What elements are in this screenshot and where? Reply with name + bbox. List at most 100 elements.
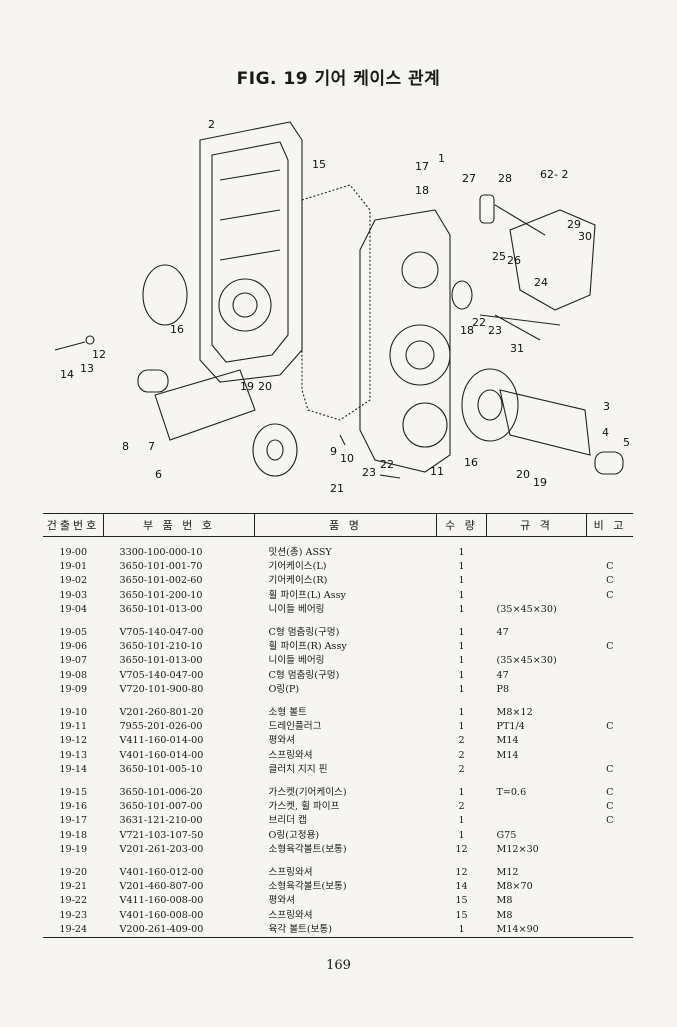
cell-part-no: 3650-101-013-00 [119, 603, 203, 615]
callout-label: 13 [80, 362, 94, 375]
cell-part-name: 가스켓, 휠 파이프 [268, 801, 340, 813]
callout-label: 18 [460, 324, 474, 337]
cell-ref-no: 19-03 [59, 589, 88, 601]
cell-ref-no: 19-11 [59, 721, 88, 733]
cell-part-name: 소형육각볼트(보통) [268, 881, 347, 893]
cell-spec: M14 [496, 735, 519, 747]
callout-label: 17 [415, 160, 429, 173]
cell-spec: M14×90 [486, 922, 587, 939]
callout-label: 24 [534, 276, 548, 289]
cell-part-name: 니이들 베어링 [268, 655, 325, 667]
cell-note [587, 706, 634, 720]
callout-label: 29 [567, 218, 581, 231]
left-gear-case-shape [199, 121, 303, 383]
cell-part-name: 육각 볼트(보통) [254, 922, 437, 939]
group-spacer [43, 857, 633, 866]
cell-spec: (35×45×30) [496, 655, 557, 667]
cell-part-no: V411-160-008-00 [119, 895, 204, 907]
cell-qty: 1 [458, 787, 465, 799]
cell-note: C [606, 815, 614, 827]
callout-label: 10 [340, 452, 354, 465]
callout-label: 7 [148, 440, 155, 453]
cell-qty: 2 [458, 735, 465, 747]
cell-qty: 1 [458, 655, 465, 667]
cell-ref-no: 19-08 [59, 669, 88, 681]
right-gear-case-shape [359, 209, 451, 473]
page-number: 169 [326, 958, 351, 973]
cell-part-no: 3650-101-005-10 [119, 763, 203, 775]
cell-part-no: 3631-121-210-00 [119, 815, 203, 827]
cell-qty: 1 [458, 547, 465, 558]
cell-ref-no: 19-19 [59, 843, 88, 855]
cell-part-name: 휠 파이프(L) Assy [268, 589, 346, 601]
cell-ref-no: 19-20 [59, 867, 88, 879]
callout-label: 11 [430, 465, 444, 478]
cell-note [587, 880, 634, 894]
cell-qty: 1 [458, 589, 465, 601]
cell-ref-no: 19-07 [59, 655, 88, 667]
callout-label: 8 [122, 440, 129, 453]
cell-part-no: V201-261-203-00 [119, 843, 204, 855]
callout-label: 30 [578, 230, 592, 243]
cell-part-name: 스프링와셔 [268, 909, 313, 921]
cell-note [587, 866, 634, 880]
cell-part-no: 3650-101-200-10 [119, 589, 203, 601]
cell-note [587, 669, 634, 683]
callout-label: 31 [510, 342, 524, 355]
callout-label: 20 [516, 468, 530, 481]
cell-ref-no: 19-06 [59, 641, 88, 653]
cell-part-no: V201-260-801-20 [119, 707, 204, 719]
cell-qty: 1 [458, 575, 465, 587]
cell-part-name: 기어케이스(L) [268, 561, 327, 573]
cell-part-name: 기어케이스(R) [268, 575, 328, 587]
callout-label: 27 [462, 172, 476, 185]
cell-spec: (35×45×30) [496, 603, 557, 615]
cell-ref-no: 19-21 [59, 881, 88, 893]
col-header-qty: 수 량 [436, 513, 487, 537]
cell-ref-no: 19-23 [59, 909, 88, 921]
cell-ref-no: 19-17 [59, 815, 88, 827]
cell-qty: 1 [458, 627, 465, 639]
cell-part-no: V705-140-047-00 [119, 627, 204, 639]
cell-part-no: V201-460-807-00 [119, 881, 204, 893]
cell-spec [487, 574, 587, 588]
cell-spec: M8×12 [496, 707, 533, 719]
figure-title: FIG. 19 기어 케이스 관계 [236, 69, 441, 89]
group-spacer [43, 697, 633, 706]
cell-ref-no: 19-22 [59, 895, 88, 907]
callout-label: 9 [330, 445, 337, 458]
cell-ref-no: 19-09 [59, 683, 88, 695]
cell-note: C [606, 721, 614, 733]
cell-note: C [606, 561, 614, 573]
cell-part-no: V401-160-014-00 [119, 749, 204, 761]
cell-note: C [606, 589, 614, 601]
callout-label: 2 [208, 118, 215, 131]
group-spacer [43, 777, 633, 786]
cell-spec: G75 [496, 829, 517, 841]
cell-part-name: 니이들 베어링 [268, 603, 325, 615]
callout-label: 23 [488, 324, 502, 337]
cell-spec: M8 [496, 895, 513, 907]
cell-part-no: 3300-100-000-10 [119, 547, 203, 558]
cell-spec: PT1/4 [496, 721, 525, 733]
callout-label: 62- 2 [540, 168, 568, 181]
cell-qty: 1 [458, 829, 465, 841]
cell-part-no: V721-103-107-50 [119, 829, 204, 841]
cell-qty: 1 [436, 922, 487, 939]
cell-part-no: 3650-101-007-00 [119, 801, 203, 813]
cell-qty: 2 [458, 763, 465, 775]
